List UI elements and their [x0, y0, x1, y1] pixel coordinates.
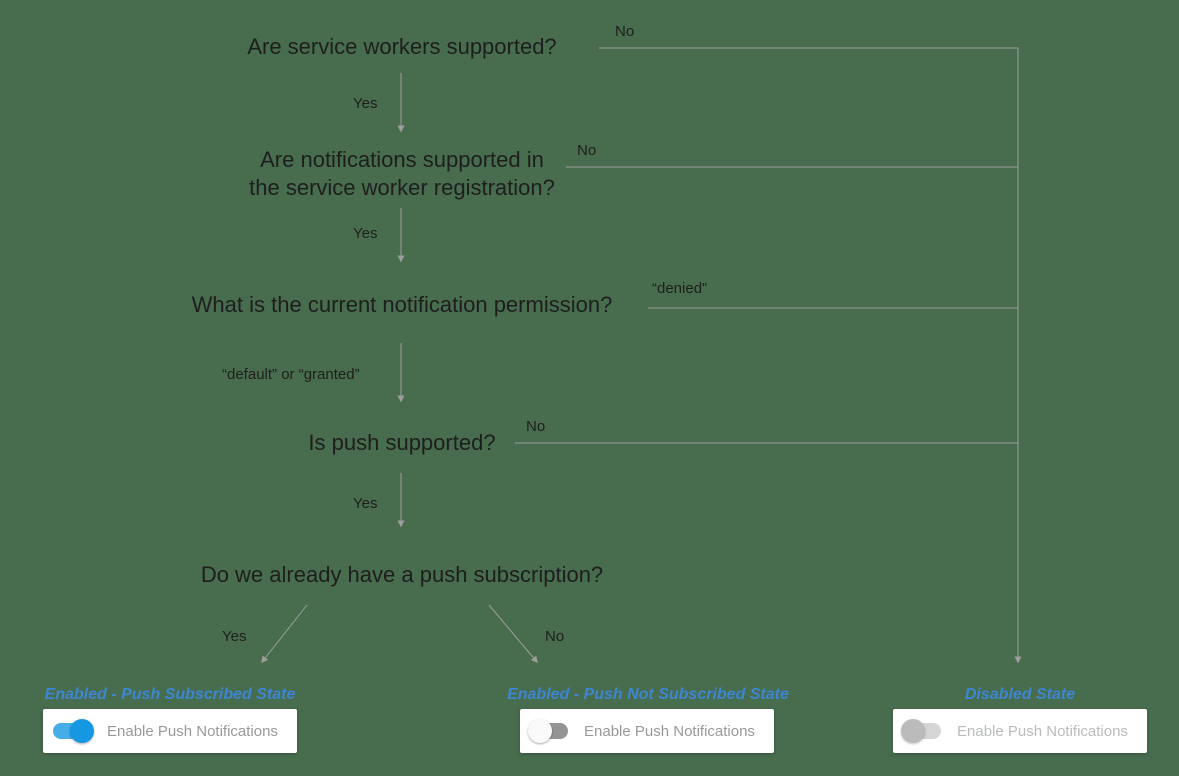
push-toggle-disabled: [901, 719, 944, 743]
edge-label-q5-yes: Yes: [222, 628, 247, 645]
edge-label-q1-no: No: [615, 23, 635, 40]
enable-push-label: Enable Push Notifications: [107, 722, 278, 740]
question-push-supported: Is push supported?: [308, 430, 496, 455]
state-label-not-subscribed: Enabled - Push Not Subscribed State: [507, 686, 789, 703]
edge-label-q4-no: No: [526, 418, 546, 435]
edge-label-q3-default-granted: “default” or “granted”: [222, 366, 360, 383]
edge-label-q2-no: No: [577, 142, 597, 159]
question-push-subscription: Do we already have a push subscription?: [200, 562, 604, 587]
card-disabled-state: Enable Push Notifications: [893, 709, 1147, 753]
state-label-disabled: Disabled State: [964, 686, 1076, 703]
card-not-subscribed-state: Enable Push Notifications: [520, 709, 774, 753]
question-notifications-supported: Are notifications supported in the servi…: [122, 146, 682, 202]
toggle-knob: [901, 719, 925, 743]
edge-q5-no: [488, 604, 538, 664]
question-service-workers: Are service workers supported?: [247, 34, 557, 59]
card-subscribed-state: Enable Push Notifications: [43, 709, 297, 753]
edge-label-q3-denied: “denied”: [652, 280, 708, 297]
toggle-knob: [528, 719, 552, 743]
edge-label-q5-no: No: [545, 628, 565, 645]
question-notification-permission: What is the current notification permiss…: [191, 292, 613, 317]
push-toggle-on[interactable]: [53, 719, 94, 743]
edge-label-q2-yes: Yes: [353, 225, 378, 242]
question-notifications-line1: Are notifications supported in: [260, 147, 544, 172]
toggle-knob: [70, 719, 94, 743]
edge-q5-yes: [261, 604, 308, 664]
edge-label-q1-yes: Yes: [353, 95, 378, 112]
edge-label-q4-yes: Yes: [353, 495, 378, 512]
question-notifications-line2: the service worker registration?: [249, 175, 555, 200]
enable-push-label: Enable Push Notifications: [957, 722, 1128, 740]
state-label-subscribed: Enabled - Push Subscribed State: [44, 686, 296, 703]
enable-push-label: Enable Push Notifications: [584, 722, 755, 740]
push-toggle-off[interactable]: [528, 719, 571, 743]
